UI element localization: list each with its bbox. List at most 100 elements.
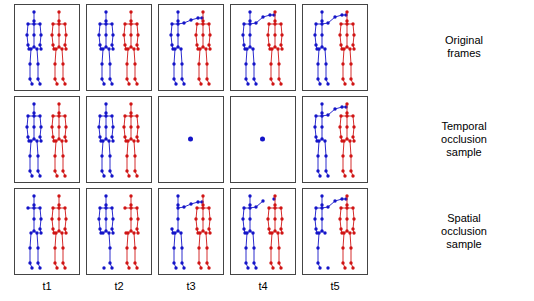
joint <box>180 62 183 65</box>
joint <box>182 205 185 208</box>
frame <box>159 189 224 275</box>
joint <box>57 19 60 22</box>
joint <box>317 47 320 50</box>
joint <box>345 102 348 105</box>
joint <box>318 174 321 177</box>
bone <box>127 64 128 79</box>
joint <box>108 154 111 157</box>
joint <box>333 15 336 18</box>
bone <box>59 127 60 139</box>
joint <box>64 217 67 220</box>
time-label: t2 <box>79 280 159 293</box>
joint <box>339 206 342 209</box>
joint <box>338 217 341 220</box>
joint <box>179 231 182 234</box>
joint <box>170 227 173 230</box>
joint <box>104 203 107 206</box>
time-label: t5 <box>295 280 375 293</box>
bone <box>254 64 255 79</box>
joint <box>26 114 29 117</box>
bone <box>34 35 35 47</box>
joint <box>38 227 41 230</box>
joint <box>317 231 320 234</box>
joint <box>176 10 179 13</box>
bone <box>110 64 111 79</box>
joint <box>101 47 104 50</box>
joint <box>320 22 323 25</box>
bone <box>127 49 128 64</box>
joint <box>135 114 138 117</box>
joint <box>241 217 244 220</box>
bone <box>127 233 128 248</box>
joint <box>279 206 282 209</box>
bone <box>131 219 132 231</box>
joint <box>273 19 276 22</box>
joint <box>32 206 35 209</box>
joint <box>323 47 326 50</box>
joint <box>201 194 204 197</box>
joint <box>39 139 42 142</box>
joint <box>54 47 57 50</box>
joint <box>341 62 344 65</box>
joint <box>102 174 105 177</box>
joint <box>64 33 67 36</box>
joint <box>324 154 327 157</box>
joint <box>248 217 251 220</box>
joint <box>348 231 351 234</box>
joint <box>133 62 136 65</box>
joint <box>125 77 128 80</box>
bone <box>102 156 103 171</box>
joint <box>339 43 342 46</box>
joint <box>198 47 201 50</box>
bone <box>351 64 352 79</box>
joint <box>32 114 35 117</box>
bone <box>63 64 64 79</box>
joint <box>64 139 67 142</box>
bone <box>206 49 207 64</box>
bone <box>135 156 136 171</box>
joint <box>182 21 185 24</box>
joint <box>32 217 35 220</box>
joint <box>127 82 130 85</box>
joint <box>136 139 139 142</box>
joint <box>349 246 352 249</box>
joint <box>126 47 129 50</box>
bone <box>246 233 247 248</box>
bone <box>279 64 280 79</box>
joint <box>60 231 63 234</box>
joint <box>61 154 64 157</box>
joint <box>123 43 126 46</box>
joint <box>320 102 323 105</box>
joint <box>101 231 104 234</box>
joint <box>51 43 54 46</box>
joint <box>351 43 354 46</box>
joint <box>129 125 132 128</box>
bone <box>253 233 254 248</box>
joint <box>123 206 126 209</box>
joint <box>126 231 129 234</box>
bone <box>178 219 179 231</box>
joint <box>108 261 111 264</box>
joint <box>129 217 132 220</box>
bone <box>318 248 319 263</box>
bone <box>279 248 280 263</box>
joint <box>280 217 283 220</box>
joint <box>135 135 138 138</box>
bone <box>343 233 344 248</box>
joint <box>273 33 276 36</box>
joint <box>341 169 344 172</box>
joint <box>196 16 199 19</box>
joint <box>246 82 249 85</box>
joint <box>318 266 321 269</box>
joint <box>108 246 111 249</box>
bone <box>347 219 348 231</box>
joint <box>38 114 41 117</box>
joint <box>123 22 126 25</box>
joint <box>320 137 323 140</box>
frame <box>231 189 296 275</box>
joint <box>136 231 139 234</box>
joint <box>174 82 177 85</box>
joint <box>273 203 276 206</box>
joint <box>129 22 132 25</box>
bone <box>351 156 352 171</box>
